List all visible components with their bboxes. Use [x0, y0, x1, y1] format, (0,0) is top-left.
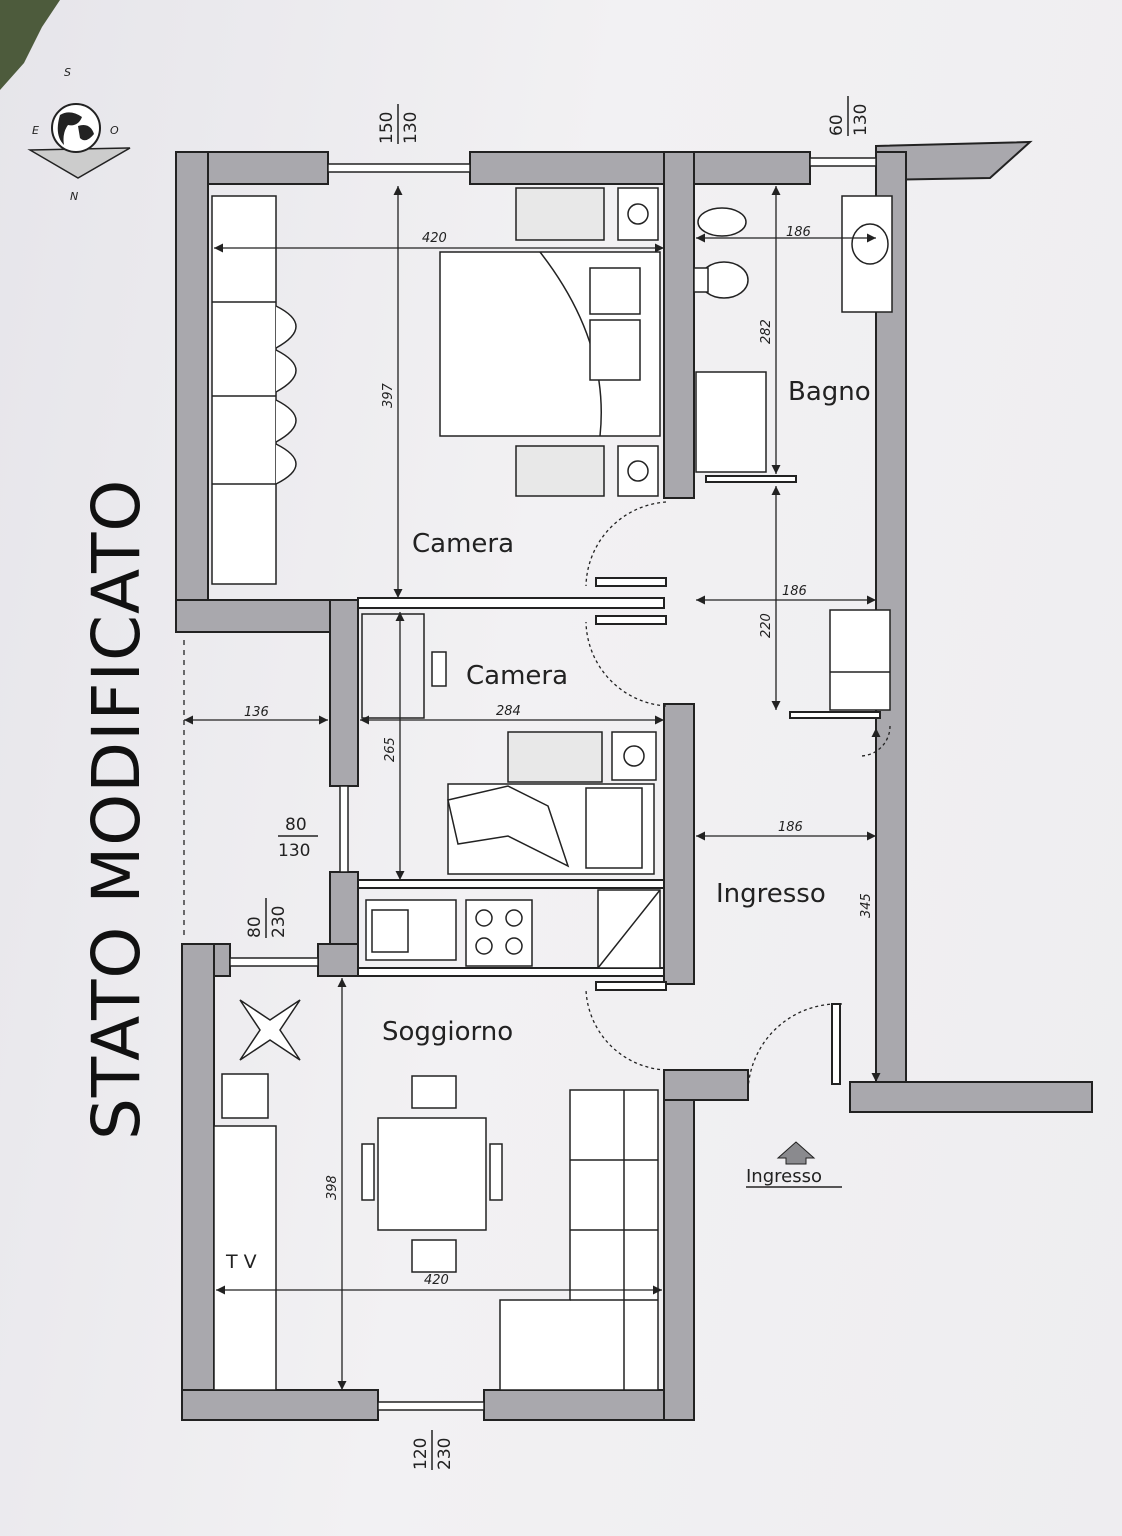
- dim-soggiorno-width: 420: [424, 1273, 449, 1288]
- window-80-230-num: 80: [245, 916, 265, 938]
- room-camera-1: Camera: [412, 529, 514, 559]
- entrance-arrow-icon: [776, 1141, 816, 1165]
- window-150-den: 130: [401, 112, 421, 144]
- bidet-icon: [697, 207, 747, 237]
- desk-icon: [361, 613, 425, 719]
- room-bagno: Bagno: [788, 377, 871, 407]
- dim-camera1-height: 397: [381, 382, 396, 408]
- dim-soggiorno-height: 398: [325, 1175, 340, 1200]
- window-80-130-num: 80: [285, 815, 307, 835]
- compass-o: O: [110, 124, 119, 137]
- window-80-130-den: 130: [278, 841, 310, 861]
- doors: [585, 501, 891, 1091]
- dim-camera2-height: 265: [383, 737, 398, 762]
- compass-icon: S N E O: [27, 66, 131, 203]
- stove-icon: [465, 899, 533, 967]
- entrance-label: Ingresso: [746, 1166, 822, 1187]
- shower-icon: [695, 371, 767, 473]
- windows: [229, 157, 877, 1411]
- tv-cabinet: [213, 1125, 277, 1391]
- entrance-marker: Ingresso: [746, 1141, 842, 1188]
- dim-camera1-width: 420: [422, 231, 447, 246]
- compass-e: E: [32, 124, 39, 137]
- dim-bagno-height: 282: [759, 319, 774, 344]
- compass-n: N: [70, 190, 78, 203]
- cabinet-icon: [829, 609, 891, 711]
- window-80-230-den: 230: [269, 906, 289, 938]
- wardrobe-icon: [211, 195, 277, 585]
- window-labels: 150 130 60 130 80 130 80 230 120: [245, 96, 871, 1470]
- dim-corridor-height: 220: [759, 613, 774, 638]
- window-60-num: 60: [827, 114, 847, 136]
- tv-label: T V: [225, 1251, 257, 1273]
- dim-balcony-width: 136: [244, 705, 269, 720]
- dim-camera2-width: 284: [496, 704, 521, 719]
- furniture: [211, 187, 893, 1391]
- dimension-lines: [183, 186, 881, 1390]
- compass-s: S: [64, 66, 71, 79]
- dim-ingresso-width: 186: [778, 820, 803, 835]
- window-120-den: 230: [435, 1438, 455, 1470]
- dim-corridor-width: 186: [782, 584, 807, 599]
- dim-ingresso-height: 345: [859, 893, 874, 918]
- room-labels: Camera Camera Bagno Ingresso Soggiorno T…: [225, 377, 871, 1273]
- nightstand-icon: [515, 187, 605, 241]
- window-150-num: 150: [377, 112, 397, 144]
- sofa-icon: [499, 1089, 659, 1391]
- dim-bagno-width: 186: [786, 225, 811, 240]
- room-ingresso: Ingresso: [716, 879, 826, 909]
- plant-icon: [221, 1073, 269, 1119]
- room-camera-2: Camera: [466, 661, 568, 691]
- dimension-labels: 420 397 186 282 186 220 284 265 136 186 …: [244, 225, 874, 1288]
- dining-table-icon: [377, 1117, 487, 1231]
- sink-icon: [851, 223, 889, 265]
- window-60-den: 130: [851, 104, 871, 136]
- room-soggiorno: Soggiorno: [382, 1017, 513, 1047]
- window-120-num: 120: [411, 1438, 431, 1470]
